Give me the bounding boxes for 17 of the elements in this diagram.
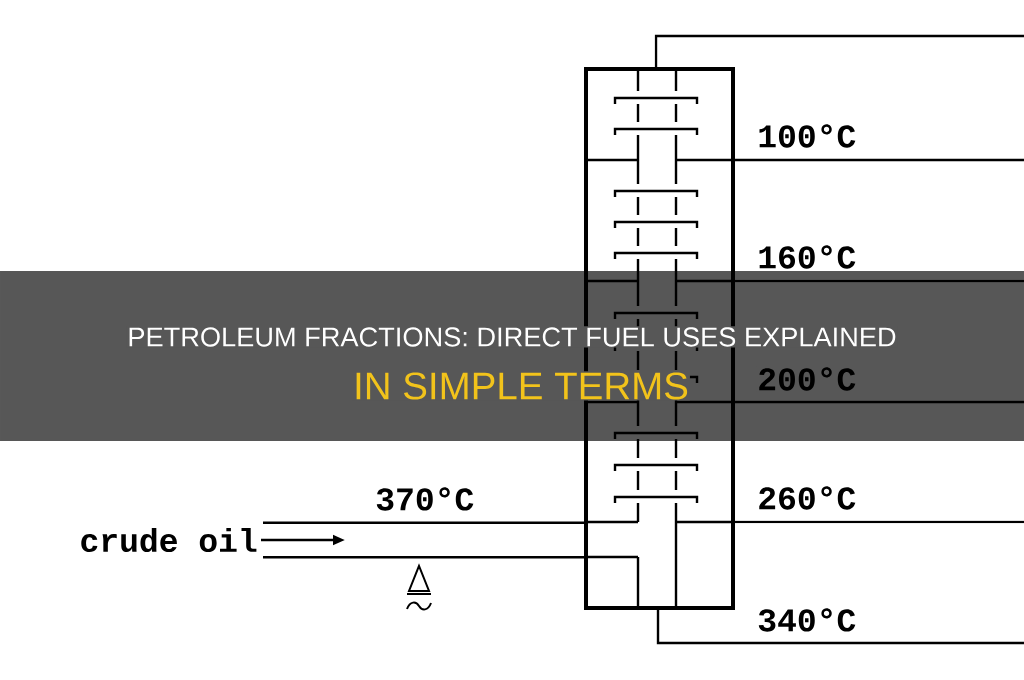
outlet-line [656, 610, 1024, 645]
edge-label: 260°C [756, 485, 858, 511]
edge-label: 200°C [756, 366, 858, 392]
pipe-wall [263, 521, 584, 524]
edge-label: 340°C [756, 607, 858, 633]
outlet-line [735, 400, 1024, 404]
outlet-line [735, 279, 1024, 283]
subtitle: IN SIMPLE TERMS [352, 371, 690, 401]
inlet-label: crude oil [81, 527, 257, 553]
outlet-line [654, 34, 1024, 67]
edge-label: 370°C [374, 486, 476, 512]
edge-label: 100°C [756, 123, 858, 149]
outlet-line [735, 520, 1024, 524]
title: PETROLEUM FRACTIONS: DIRECT FUEL USES EXPLAINED [126, 326, 898, 348]
outlet-line [735, 158, 1024, 162]
pipe-wall [263, 556, 584, 559]
edge-label: 160°C [756, 244, 858, 270]
